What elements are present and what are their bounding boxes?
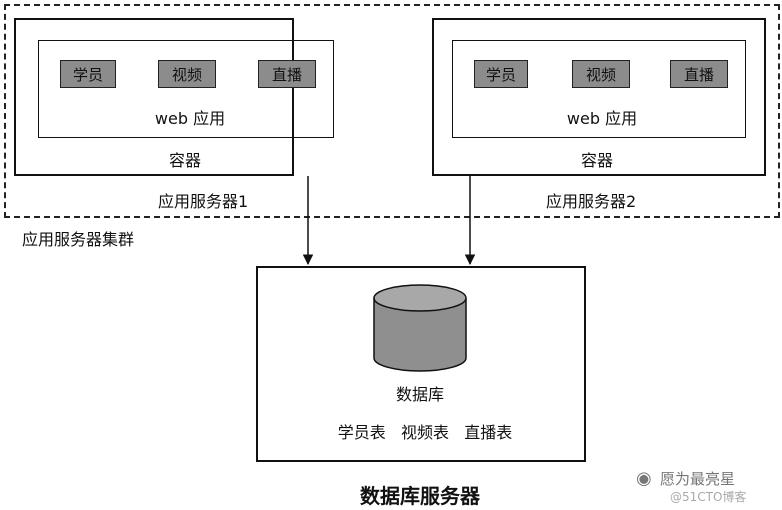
db-tables-label: 学员表 视频表 直播表	[337, 423, 513, 442]
module-video-2: 视频	[572, 60, 630, 88]
db-server-box	[256, 266, 586, 462]
web-app-label-1: web 应用	[154, 109, 226, 128]
module-student-2: 学员	[474, 60, 528, 88]
wechat-icon: ◉	[636, 468, 652, 489]
watermark-name: 愿为最亮星	[660, 470, 736, 488]
app-server-2	[432, 18, 766, 176]
cluster-label: 应用服务器集群	[22, 230, 135, 249]
app-server-label-1: 应用服务器1	[158, 192, 249, 211]
watermark: ◉ 愿为最亮星 @51CTO博客	[636, 466, 776, 506]
database-cylinder-icon	[373, 284, 467, 372]
db-server-title: 数据库服务器	[360, 483, 480, 508]
module-student-1: 学员	[60, 60, 116, 88]
module-video-1: 视频	[158, 60, 216, 88]
web-app-box-1	[38, 40, 334, 138]
db-label: 数据库	[395, 385, 444, 404]
watermark-site: @51CTO博客	[670, 490, 747, 504]
app-server-label-2: 应用服务器2	[546, 192, 637, 211]
module-live-1: 直播	[258, 60, 316, 88]
web-app-box-2	[452, 40, 746, 138]
container-label-1: 容器	[168, 151, 201, 170]
web-app-label-2: web 应用	[566, 109, 638, 128]
container-label-2: 容器	[580, 151, 613, 170]
app-server-1	[14, 18, 294, 176]
module-live-2: 直播	[670, 60, 728, 88]
cluster-boundary	[4, 4, 780, 218]
